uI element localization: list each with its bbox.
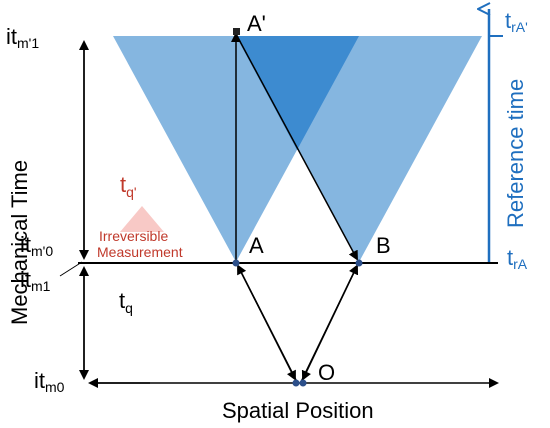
label-spatial-position: Spatial Position [222, 398, 374, 423]
label-mechanical-time: Mechanical Time [7, 160, 32, 325]
event-A-prime-marker [233, 28, 240, 35]
label-irreversible: Irreversible [99, 228, 168, 244]
light-cone-overlap [236, 36, 359, 150]
label-t-rA: trA [507, 245, 528, 272]
label-O: O [318, 360, 335, 385]
event-O-marker-right [299, 379, 307, 387]
label-measurement: Measurement [97, 244, 183, 260]
label-A-prime: A' [247, 11, 266, 36]
event-O-marker-left [292, 379, 300, 387]
label-A: A [249, 233, 264, 258]
measurement-triangle [120, 206, 164, 232]
it-m1-leader [59, 261, 83, 277]
label-t-q-prime: tq' [120, 172, 137, 200]
signal-A-prime-to-B [235, 33, 358, 261]
label-B: B [376, 233, 391, 258]
signal-A-to-O [237, 265, 296, 381]
label-it-m1-prime: itm'1 [6, 24, 39, 51]
signal-B-to-O [301, 265, 358, 381]
label-it-m1: itm1 [20, 267, 51, 294]
label-t-q: tq [119, 288, 133, 316]
event-B-marker [355, 259, 363, 267]
label-it-m0: itm0 [34, 368, 65, 395]
label-reference-time: Reference time [503, 79, 528, 228]
label-t-rA-prime: trA' [505, 8, 528, 35]
label-it-m0-prime: itm'0 [20, 232, 53, 259]
event-A-marker [232, 259, 240, 267]
